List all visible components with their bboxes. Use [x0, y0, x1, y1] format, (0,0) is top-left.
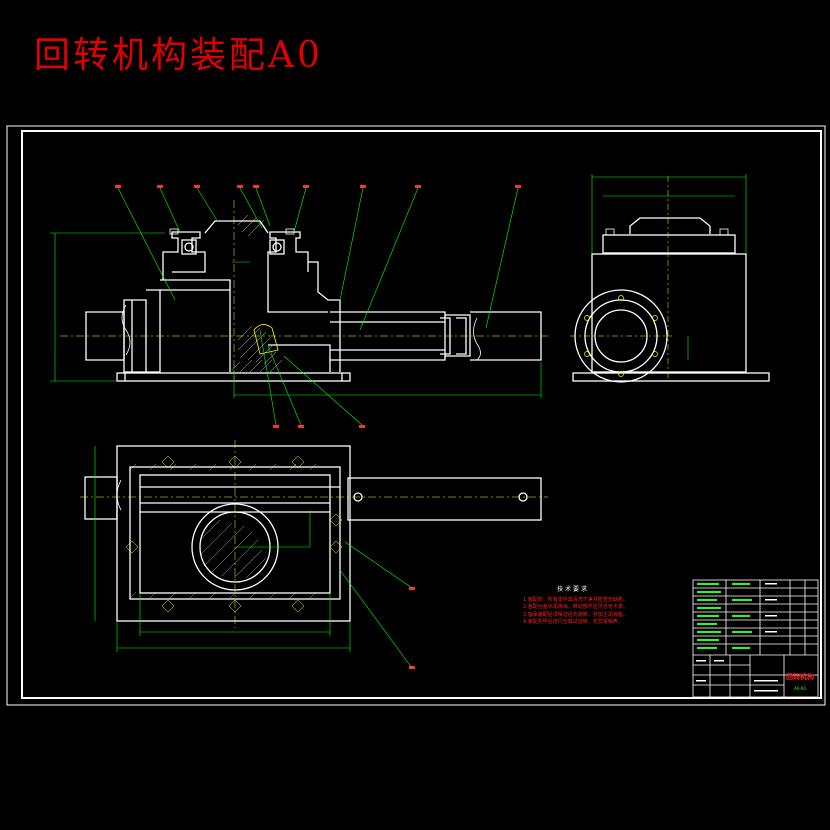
front-view-hatch: [231, 214, 283, 373]
side-dimensions: [591, 174, 747, 360]
front-dimensions: [50, 187, 542, 426]
requirement-item: 1.装配前，所有零件需清洗干净并检查无缺陷。: [523, 596, 628, 603]
front-view-accents: [253, 324, 279, 355]
requirements-heading: 技术要求: [556, 586, 589, 593]
technical-requirements: 技术要求 1.装配前，所有零件需清洗干净并检查无缺陷。 2.各配合面涂润滑油，转…: [523, 586, 693, 627]
requirement-item: 4.装配完毕后进行空载试运转，无异常噪声。: [523, 619, 623, 625]
top-view-hatch: [129, 463, 317, 599]
title-block-ticks: [696, 583, 778, 692]
top-view-bolts: [125, 455, 343, 613]
sheet-border: [6, 125, 826, 706]
side-view-bolts: [584, 295, 658, 377]
top-view: [80, 440, 548, 628]
part-balloons: [115, 185, 521, 669]
requirement-item: 2.各配合面涂润滑油，转动部件应灵活无卡滞。: [523, 604, 628, 610]
front-view: [60, 200, 548, 382]
title-block-name: 回转机构: [786, 673, 814, 681]
title-block: [692, 579, 819, 698]
side-view: [570, 176, 770, 383]
title-block-code: A0-00: [794, 686, 806, 691]
drawing-title: 回转机构装配A0: [34, 35, 323, 76]
requirement-item: 3.轴承装配后须保证径向游隙，并加注润滑脂。: [523, 611, 628, 618]
top-dimensions: [94, 446, 413, 669]
title-block-fill: [697, 583, 752, 649]
